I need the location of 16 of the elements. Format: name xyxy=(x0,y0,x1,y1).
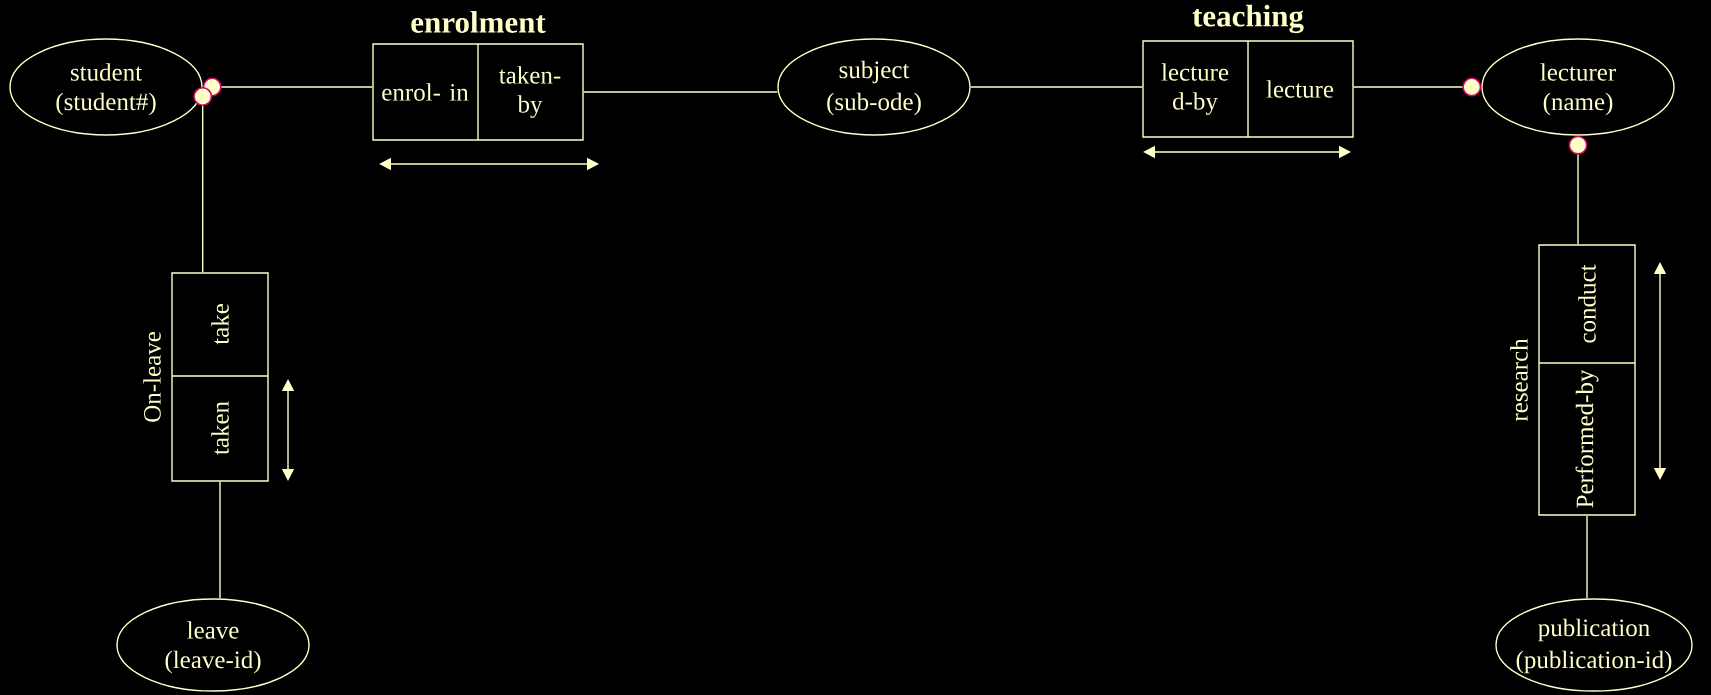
connector-line xyxy=(202,77,373,97)
relationship-box: research conduct Performed-by xyxy=(1510,244,1636,516)
connector-line xyxy=(1568,135,1588,245)
connector-line xyxy=(583,91,778,93)
connector-line xyxy=(193,87,213,273)
relationship-box: teaching lecture d-by lecture xyxy=(1142,4,1354,138)
node-label: research xyxy=(1510,338,1528,422)
relationship-box: enrolment enrol- in taken- by xyxy=(372,11,584,141)
relationship-box: On-leave take taken xyxy=(143,272,269,482)
node-label: On-leave xyxy=(143,332,161,422)
node-label: teaching xyxy=(1192,4,1304,34)
connector-line xyxy=(970,86,1143,88)
node-label: enrolment xyxy=(411,11,546,33)
connector-line xyxy=(1586,515,1588,599)
connector-line xyxy=(1353,77,1482,97)
connector-line xyxy=(219,481,221,599)
